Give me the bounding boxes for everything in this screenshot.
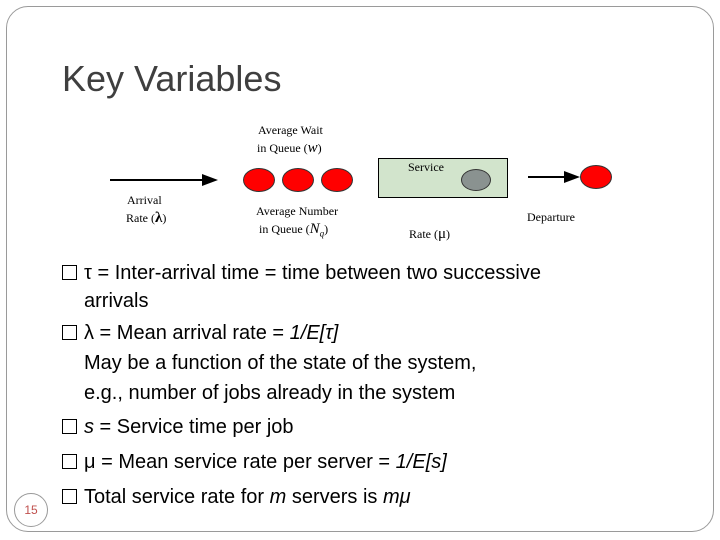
bullet-4: μ = Mean service rate per server = 1/E[s… bbox=[62, 447, 447, 477]
bullet-box-icon bbox=[62, 489, 77, 504]
bullet-5-mid: servers is bbox=[286, 486, 383, 508]
avg-number-label-line1: Average Number bbox=[256, 204, 339, 218]
bullet-box-icon bbox=[62, 325, 77, 340]
bullet-4-text: = Mean service rate per server = bbox=[95, 451, 396, 473]
bullet-1: τ = Inter-arrival time = time between tw… bbox=[62, 258, 541, 288]
departure-label: Departure bbox=[527, 210, 575, 224]
arrival-label-line2: Rate (λ) bbox=[126, 209, 166, 227]
arrival-label-line1: Arrival bbox=[127, 193, 162, 207]
customer-circle-2 bbox=[282, 168, 314, 192]
bullet-4-formula: 1/E[s] bbox=[395, 451, 447, 473]
arrival-text: Rate ( bbox=[126, 211, 155, 225]
lambda-symbol: λ = bbox=[84, 322, 117, 344]
arrival-var: λ bbox=[155, 210, 163, 226]
avg-wait-close: ) bbox=[317, 141, 322, 155]
arrival-close: ) bbox=[162, 211, 167, 225]
service-label: Service bbox=[408, 160, 444, 174]
bullet-box-icon bbox=[62, 454, 77, 469]
page-number: 15 bbox=[14, 493, 48, 527]
bullet-5-formula: mμ bbox=[382, 486, 411, 508]
customer-circle-1 bbox=[243, 168, 275, 192]
avg-number-var: N bbox=[309, 221, 320, 237]
bullet-2: λ = Mean arrival rate = 1/E[τ] bbox=[62, 318, 338, 348]
avg-number-text: in Queue ( bbox=[259, 222, 310, 236]
service-box bbox=[378, 158, 508, 198]
avg-wait-text: in Queue ( bbox=[257, 141, 308, 155]
bullet-2-continuation-1: May be a function of the state of the sy… bbox=[84, 352, 477, 374]
s-variable: s bbox=[84, 416, 94, 438]
slide bbox=[6, 6, 714, 532]
arrival-arrowhead bbox=[202, 174, 218, 186]
avg-number-sub: q bbox=[319, 228, 325, 239]
avg-wait-label-line1: Average Wait bbox=[258, 123, 323, 137]
avg-wait-label-line2: in Queue (w) bbox=[257, 139, 322, 157]
mu-symbol: μ bbox=[84, 451, 96, 473]
bullet-5-text: Total service rate for bbox=[84, 486, 270, 508]
bullet-1-continuation: arrivals bbox=[84, 290, 149, 312]
slide-title: Key Variables bbox=[62, 58, 282, 99]
departure-arrowhead bbox=[564, 171, 580, 183]
bullet-3-text: = Service time per job bbox=[94, 416, 294, 438]
departure-arrow-line bbox=[528, 176, 566, 178]
departed-customer-circle bbox=[580, 165, 612, 189]
server-circle bbox=[461, 169, 491, 191]
service-rate-label: Rate (μ) bbox=[409, 225, 450, 243]
bullet-2-formula: 1/E[τ] bbox=[289, 322, 339, 344]
avg-wait-var: w bbox=[307, 140, 318, 156]
bullet-5: Total service rate for m servers is mμ bbox=[62, 482, 411, 512]
customer-circle-3 bbox=[321, 168, 353, 192]
rate-close: ) bbox=[446, 227, 451, 241]
m-variable: m bbox=[269, 486, 287, 508]
avg-number-label-line2: in Queue (Nq) bbox=[259, 220, 328, 242]
bullet-2-continuation-2: e.g., number of jobs already in the syst… bbox=[84, 382, 456, 404]
arrival-arrow-line bbox=[110, 179, 204, 181]
bullet-3: s = Service time per job bbox=[62, 412, 294, 442]
tau-symbol: τ = bbox=[84, 262, 115, 284]
bullet-box-icon bbox=[62, 419, 77, 434]
avg-number-close: ) bbox=[324, 222, 329, 236]
rate-var: μ bbox=[438, 226, 447, 242]
bullet-1-text: Inter-arrival time = time between two su… bbox=[114, 262, 541, 284]
rate-text: Rate ( bbox=[409, 227, 438, 241]
bullet-2-text: Mean arrival rate = bbox=[116, 322, 290, 344]
bullet-box-icon bbox=[62, 265, 77, 280]
